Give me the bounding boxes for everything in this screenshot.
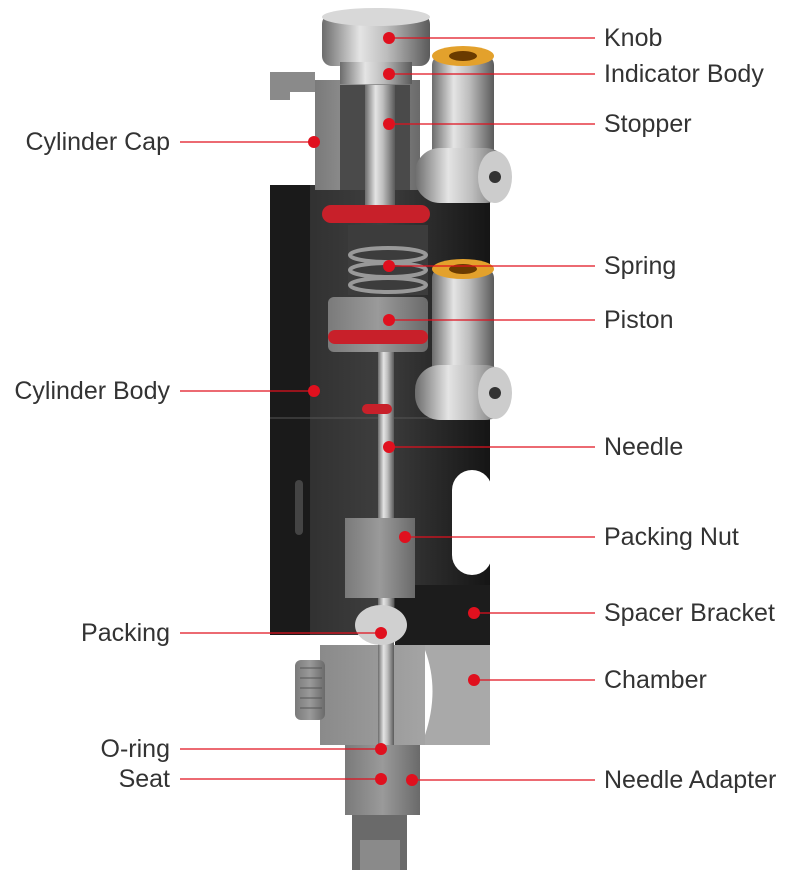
stopper-shape [365, 85, 395, 205]
dot-needle-adapter [406, 774, 418, 786]
label-cylinder-cap: Cylinder Cap [25, 128, 170, 156]
dot-indicator-body [383, 68, 395, 80]
dot-stopper [383, 118, 395, 130]
spring-shape [348, 225, 428, 295]
dot-seat [375, 773, 387, 785]
piston-shape [328, 297, 428, 352]
label-packing: Packing [81, 619, 170, 647]
label-chamber: Chamber [604, 666, 707, 694]
dot-packing [375, 627, 387, 639]
label-cylinder-body: Cylinder Body [14, 377, 170, 405]
needle-adapter-shape [345, 745, 420, 870]
air-fitting-lower [415, 259, 512, 420]
packing-nut-shape [345, 518, 415, 598]
label-spring: Spring [604, 252, 677, 280]
cylinder-cap-shape [270, 72, 420, 190]
air-fitting-upper [415, 46, 512, 203]
dot-packing-nut [399, 531, 411, 543]
dot-cylinder-body [308, 385, 320, 397]
dot-cylinder-cap [308, 136, 320, 148]
label-knob: Knob [604, 24, 663, 52]
dot-knob [383, 32, 395, 44]
label-needle-adapter: Needle Adapter [604, 766, 777, 794]
dot-o-ring [375, 743, 387, 755]
label-packing-nut: Packing Nut [604, 523, 739, 551]
callout-dots [308, 32, 480, 786]
dot-spacer-bracket [468, 607, 480, 619]
leader-lines-right [389, 37, 595, 781]
label-spacer-bracket: Spacer Bracket [604, 599, 775, 627]
packing-shape [355, 605, 407, 645]
label-o-ring: O-ring [100, 735, 170, 763]
leader-lines-left [180, 141, 381, 780]
dot-chamber [468, 674, 480, 686]
label-needle: Needle [604, 433, 684, 461]
seal-ring-shape [322, 205, 430, 223]
label-piston: Piston [604, 306, 674, 334]
dot-needle [383, 441, 395, 453]
label-indicator-body: Indicator Body [604, 60, 764, 88]
dot-piston [383, 314, 395, 326]
label-seat: Seat [118, 765, 170, 793]
knob-shape [322, 8, 430, 84]
dot-spring [383, 260, 395, 272]
label-stopper: Stopper [604, 110, 692, 138]
